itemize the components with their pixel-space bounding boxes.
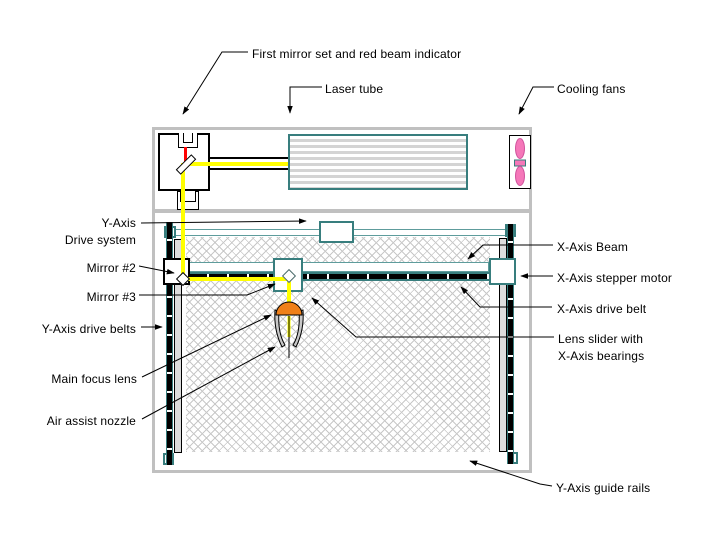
label-y-drive-line1: Y-Axis bbox=[101, 216, 136, 230]
label-mirror2: Mirror #2 bbox=[86, 261, 136, 275]
label-cooling-fans: Cooling fans bbox=[557, 82, 626, 96]
label-y-belts: Y-Axis drive belts bbox=[41, 322, 136, 336]
label-laser-tube: Laser tube bbox=[325, 82, 384, 96]
air-assist-nozzle-right-leg bbox=[292, 309, 304, 348]
label-air-nozzle: Air assist nozzle bbox=[46, 414, 136, 428]
label-x-belt: X-Axis drive belt bbox=[557, 302, 647, 316]
y-drive-motor bbox=[319, 221, 354, 243]
label-y-rails: Y-Axis guide rails bbox=[556, 481, 651, 495]
laser-beam-vertical-left bbox=[181, 163, 185, 279]
air-assist-nozzle-left-leg bbox=[274, 309, 286, 348]
beam-exit-port-lens bbox=[180, 191, 196, 202]
y-drive-belt-right bbox=[507, 224, 514, 464]
leader-cooling-fans bbox=[518, 86, 554, 115]
label-y-drive-line2: Drive system bbox=[64, 233, 136, 247]
red-beam-indicator bbox=[184, 147, 187, 163]
label-lens-slider: Lens slider with X-Axis bearings bbox=[558, 331, 644, 365]
laser-tube-graphic bbox=[288, 134, 468, 190]
label-lens-slider-line1: Lens slider with bbox=[558, 332, 644, 346]
main-focus-lens-dome bbox=[275, 301, 303, 316]
lens-nozzle-assembly bbox=[274, 301, 304, 358]
laser-beam-to-lens bbox=[287, 278, 291, 307]
x-axis-drive-belt bbox=[189, 272, 489, 281]
section-divider bbox=[152, 209, 532, 213]
leader-laser-tube bbox=[287, 86, 322, 114]
label-lens-slider-line2: X-Axis bearings bbox=[558, 349, 645, 363]
x-stepper-motor-box bbox=[489, 258, 516, 285]
red-diode bbox=[183, 133, 193, 143]
cooling-fan-icon bbox=[514, 138, 526, 186]
label-focus-lens: Main focus lens bbox=[51, 372, 137, 386]
laser-beam-tube-to-mirror1 bbox=[184, 162, 288, 166]
y-guide-rail-right bbox=[499, 238, 507, 452]
label-y-drive-system: Y-Axis Drive system bbox=[65, 215, 136, 249]
label-mirror3: Mirror #3 bbox=[86, 290, 136, 304]
label-x-stepper: X-Axis stepper motor bbox=[557, 271, 673, 285]
label-first-mirror: First mirror set and red beam indicator bbox=[252, 47, 462, 61]
label-x-beam: X-Axis Beam bbox=[557, 240, 629, 254]
x-axis-beam-bar bbox=[189, 262, 489, 272]
cooling-fan-box bbox=[509, 135, 531, 189]
laser-beam-gantry bbox=[181, 277, 288, 281]
leader-first-mirror bbox=[182, 51, 248, 115]
